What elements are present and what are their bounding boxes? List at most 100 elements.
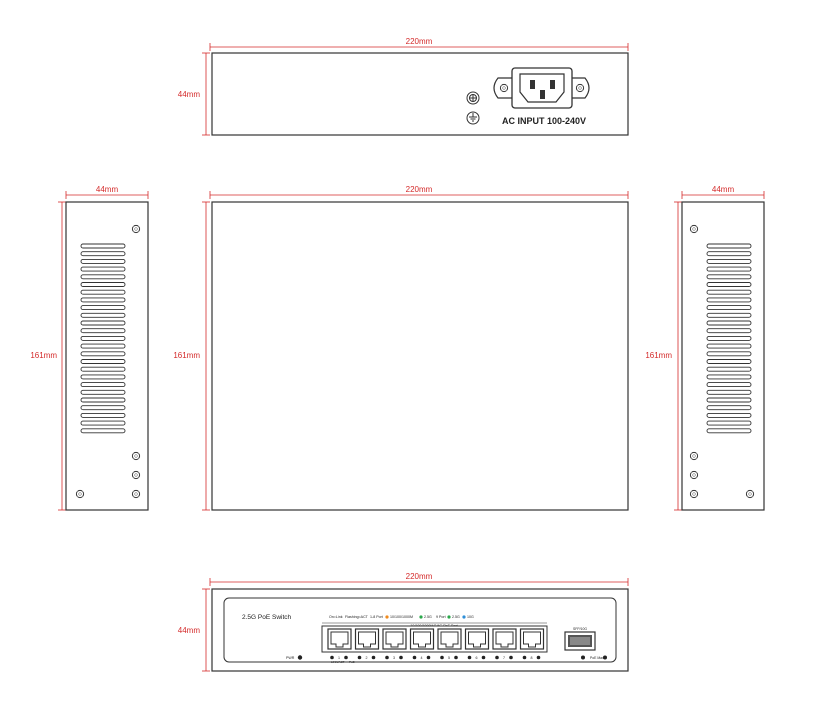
- legend-sfp-25g: 2.5G: [452, 615, 460, 619]
- right-height-label: 161mm: [645, 351, 672, 360]
- ac-input-label: AC INPUT 100-240V: [502, 116, 586, 126]
- link-led: [412, 655, 417, 660]
- vent-slot: [80, 305, 126, 311]
- port-number: 7: [503, 656, 505, 660]
- earth-ground-icon: [466, 111, 480, 125]
- vent-slot: [706, 343, 752, 349]
- vent-slot: [80, 320, 126, 326]
- poe-max-led: [603, 655, 607, 660]
- legend-speed-25g: 2.5G: [424, 615, 432, 619]
- top-width-dimension: 220mm: [209, 185, 629, 199]
- ground-screw-icon: [466, 91, 480, 105]
- vent-slot: [80, 266, 126, 272]
- left-side-view: 44mm 161mm: [30, 185, 149, 511]
- right-width-label: 44mm: [712, 185, 735, 194]
- poe-led: [509, 655, 513, 660]
- vent-slot: [706, 320, 752, 326]
- poe-led: [536, 655, 541, 660]
- vent-slot: [706, 389, 752, 395]
- vent-slot: [80, 382, 126, 388]
- screw-icon: [689, 451, 699, 461]
- led-legend: On=Link Flashing=ACT 1-8 Port 10/100/100…: [329, 615, 474, 619]
- vent-slot: [80, 405, 126, 411]
- vent-slot: [706, 312, 752, 318]
- rj45-port-icon: [409, 628, 435, 650]
- poe-max-label: PoE Max: [590, 656, 604, 660]
- right-height-dimension: 161mm: [645, 201, 682, 511]
- right-vent-slots: [706, 243, 752, 434]
- rear-width-dimension: 220mm: [209, 37, 629, 51]
- rear-height-label: 44mm: [178, 90, 201, 99]
- vent-slot: [706, 258, 752, 264]
- vent-slot: [706, 382, 752, 388]
- screw-icon: [75, 489, 85, 499]
- rj45-port-icon: [382, 628, 407, 650]
- link-led: [495, 655, 499, 660]
- vent-slot: [706, 359, 752, 364]
- poe-led: [344, 655, 348, 660]
- legend-orange-dot: [385, 615, 389, 619]
- vent-slot: [706, 274, 752, 280]
- top-width-label: 220mm: [406, 185, 433, 194]
- vent-slot: [706, 397, 752, 403]
- rj45-port-icon: [437, 628, 462, 650]
- power-label: PWR: [286, 656, 295, 660]
- front-height-dimension: 44mm: [178, 588, 210, 672]
- link-led: [357, 655, 362, 660]
- vent-slot: [80, 343, 126, 349]
- vent-slot: [80, 359, 126, 364]
- sfp-led: [581, 655, 585, 660]
- vent-slot: [706, 374, 752, 380]
- rj45-port-icon: [354, 628, 380, 650]
- vent-slot: [706, 405, 752, 411]
- top-panel-outline: [211, 201, 629, 511]
- port-number: 1: [338, 656, 340, 660]
- screw-icon: [689, 224, 699, 234]
- poe-led: [426, 655, 431, 660]
- legend-green-dot: [419, 615, 423, 619]
- port-number: 2: [366, 656, 368, 660]
- vent-slot: [80, 312, 126, 318]
- link-led: [522, 655, 527, 660]
- legend-speed-1g: 10/100/1000M: [390, 615, 413, 619]
- front-view: 220mm 44mm 2.5G PoE Switch On=Link Flash…: [178, 572, 629, 672]
- rj45-port-icon: [519, 628, 545, 650]
- vent-slot: [80, 412, 126, 418]
- right-side-view: 44mm 161mm: [645, 185, 765, 511]
- top-view: 220mm 161mm: [173, 185, 629, 511]
- port-number: 3: [393, 656, 395, 660]
- vent-slot: [706, 243, 752, 249]
- legend-sfp-port: 9 Port: [436, 615, 446, 619]
- vent-slot: [706, 266, 752, 272]
- port-number: 5: [448, 656, 450, 660]
- ac-inlet-icon: [493, 67, 590, 109]
- vent-slot: [80, 328, 126, 334]
- vent-slot: [706, 328, 752, 334]
- vent-slot: [80, 243, 126, 249]
- power-led: [297, 655, 303, 660]
- legend-sfp-10g: 10G: [467, 615, 474, 619]
- vent-slot: [80, 258, 126, 264]
- legend-blue-dot: [462, 615, 466, 619]
- screw-icon: [131, 489, 141, 499]
- vent-slot: [706, 420, 752, 426]
- screw-icon: [131, 224, 141, 234]
- vent-slot: [706, 289, 752, 295]
- link-led: [330, 655, 334, 660]
- port-number: 6: [476, 656, 478, 660]
- link-led: [385, 655, 389, 660]
- rear-height-dimension: 44mm: [178, 52, 210, 136]
- vent-slot: [706, 351, 752, 357]
- vent-slot: [80, 297, 126, 303]
- poe-led: [371, 655, 376, 660]
- screw-icon: [689, 489, 699, 499]
- vent-slot: [706, 335, 752, 341]
- poe-sub-label: PoE: [349, 660, 355, 664]
- legend-link: On=Link: [329, 615, 343, 619]
- vent-slot: [80, 351, 126, 357]
- rear-width-label: 220mm: [406, 37, 433, 46]
- left-vent-slots: [80, 243, 126, 434]
- left-width-label: 44mm: [96, 185, 119, 194]
- vent-slot: [80, 282, 126, 287]
